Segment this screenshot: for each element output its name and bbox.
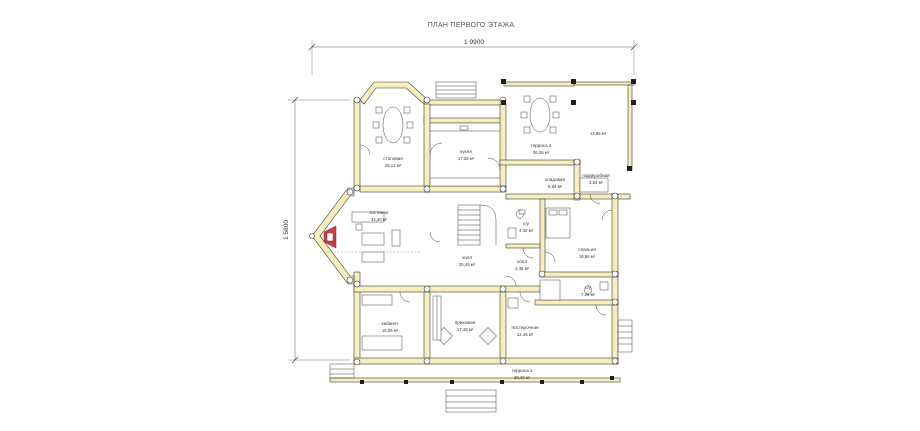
furniture <box>320 95 609 351</box>
room-wardrobe-area: 3,53 м² <box>589 180 604 185</box>
plan-title: ПЛАН ПЕРВОГО ЭТАЖА <box>428 22 515 29</box>
room-entrance-area: 17,48 м² <box>457 327 474 332</box>
room-bedroom-name: спальня <box>578 247 596 252</box>
height-dimension: 1 5800 <box>283 96 350 364</box>
room-terrace1-name: терраса 1 <box>512 368 533 373</box>
room-wardrobe-name: гардеробная <box>582 173 610 178</box>
room-living-name: гостиная <box>370 210 389 215</box>
room-storage-area: 5,84 м² <box>548 184 563 189</box>
room-dining-area: 25,12 м² <box>385 163 402 168</box>
room-wc2-area: 7,29 м² <box>581 292 596 297</box>
room-wc1-name: с/у <box>523 221 530 226</box>
room-hall2-name: холл <box>517 259 527 264</box>
room-laundry-area: 12,45 м² <box>517 332 534 337</box>
room-study-name: кабинет <box>382 321 400 326</box>
room-bedroom-area: 16,86 м² <box>579 254 596 259</box>
room-dining-name: столовая <box>383 156 403 161</box>
room-living-area: 34,40 м² <box>371 217 388 222</box>
room-terrace1-area: 29,40 м² <box>514 375 531 380</box>
height-label: 1 5800 <box>283 220 290 240</box>
room-terrace2-name: терраса 2 <box>531 143 552 148</box>
room-entrance-name: прихожая <box>455 320 476 325</box>
terrace-posts <box>360 79 636 384</box>
doors <box>359 142 613 316</box>
room-wc1-area: 4,30 м² <box>519 228 534 233</box>
room-hall2-area: 4,46 м² <box>515 266 530 271</box>
room-kitchen-area: 17,38 м² <box>458 156 475 161</box>
width-label: 1 9900 <box>464 39 484 46</box>
stairs <box>329 81 633 413</box>
room-study-area: 15,05 м² <box>382 328 399 333</box>
room-hall-name: холл <box>462 255 472 260</box>
room-laundry-name: постирочная <box>512 325 540 330</box>
room-kitchen-name: кухня <box>460 149 472 154</box>
room-terrace2-area: 26,26 м² <box>533 150 550 155</box>
width-dimension: 1 9900 <box>308 39 638 75</box>
room-wc2-name: с/у <box>585 285 592 290</box>
room-hall-area: 25,45 м² <box>459 262 476 267</box>
walls <box>311 81 635 383</box>
room-storage-name: кладовая <box>545 177 565 182</box>
room-terrace-side-area: 13,95 м² <box>590 131 607 136</box>
room-labels: столовая 25,12 м² кухня 17,38 м² терраса… <box>370 131 610 380</box>
